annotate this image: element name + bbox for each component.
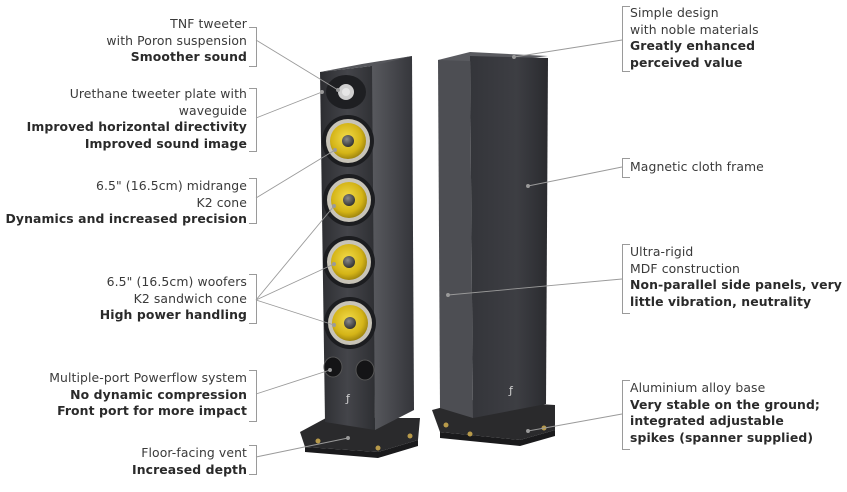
callout-benefit: Front port for more impact: [57, 403, 247, 419]
bracket-left-5: [249, 370, 257, 422]
callout-benefit: integrated adjustable: [630, 413, 784, 429]
bracket-right-3: [622, 244, 630, 314]
callout-benefit: No dynamic compression: [70, 386, 247, 402]
callout-text: TNF tweeter: [170, 16, 247, 31]
callout-benefit: Improved sound image: [84, 135, 247, 151]
callout-benefit: Smoother sound: [130, 49, 247, 65]
callout-floor-vent: Floor-facing vent Increased depth: [132, 445, 247, 478]
callout-benefit: little vibration, neutrality: [630, 293, 812, 309]
callout-base: Aluminium alloy base Very stable on the …: [630, 380, 820, 446]
callout-text: Aluminium alloy base: [630, 380, 766, 395]
callout-simple-design: Simple design with noble materials Great…: [630, 5, 759, 71]
callout-midrange: 6.5" (16.5cm) midrange K2 cone Dynamics …: [6, 178, 247, 228]
callout-text: Multiple-port Powerflow system: [49, 370, 247, 385]
callout-text: K2 cone: [196, 194, 247, 210]
callout-text: Ultra-rigid: [630, 244, 694, 259]
callout-text: Simple design: [630, 5, 719, 20]
callout-text: with noble materials: [630, 21, 759, 37]
driver-4: [324, 297, 376, 349]
callout-powerflow: Multiple-port Powerflow system No dynami…: [49, 370, 247, 420]
leader-lines: [255, 39, 623, 458]
spike-icon: [375, 445, 381, 451]
callout-text: with Poron suspension: [106, 32, 247, 48]
bracket-left-4: [249, 274, 257, 324]
callout-benefit: Non-parallel side panels, very: [630, 277, 842, 293]
bracket-left-3: [249, 178, 257, 224]
callout-text: waveguide: [178, 102, 247, 118]
callout-woofers: 6.5" (16.5cm) woofers K2 sandwich cone H…: [100, 274, 247, 324]
bracket-right-4: [622, 380, 630, 450]
callout-benefit: Improved horizontal directivity: [26, 119, 247, 135]
callout-benefit: Increased depth: [132, 461, 247, 477]
bracket-left-2: [249, 88, 257, 152]
driver-2: [323, 174, 375, 226]
spike-icon: [407, 433, 413, 439]
callout-tweeter-plate: Urethane tweeter plate with waveguide Im…: [27, 86, 247, 152]
callout-benefit: Very stable on the ground;: [630, 396, 820, 412]
rear-speaker: ƒ: [432, 52, 555, 446]
spike-icon: [443, 422, 449, 428]
callout-text: MDF construction: [630, 260, 740, 276]
callout-benefit: perceived value: [630, 54, 743, 70]
bracket-left-1: [249, 27, 257, 67]
callout-benefit: spikes (spanner supplied): [630, 429, 814, 445]
front-speaker: ƒ: [300, 56, 420, 458]
spike-icon: [467, 431, 473, 437]
callout-text: Urethane tweeter plate with: [69, 86, 247, 101]
brand-logo-icon: ƒ: [508, 384, 514, 397]
callout-text: 6.5" (16.5cm) midrange: [95, 178, 247, 193]
driver-1: [322, 115, 374, 167]
front-speaker-base: [300, 418, 420, 452]
callout-magnetic-frame: Magnetic cloth frame: [630, 159, 764, 176]
callout-benefit: High power handling: [99, 307, 247, 323]
callout-benefit: Greatly enhanced: [630, 38, 756, 54]
grille: [470, 56, 548, 418]
callout-tnf-tweeter: TNF tweeter with Poron suspension Smooth…: [106, 16, 247, 66]
callout-text: Floor-facing vent: [141, 445, 247, 460]
brand-logo-icon: ƒ: [345, 392, 351, 405]
bracket-left-6: [249, 445, 257, 475]
driver-3: [323, 236, 375, 288]
spike-icon: [315, 438, 321, 444]
bracket-right-1: [622, 6, 630, 72]
port-left: [323, 356, 343, 378]
callout-text: Magnetic cloth frame: [630, 159, 764, 174]
callout-benefit: Dynamics and increased precision: [5, 211, 247, 227]
callout-text: 6.5" (16.5cm) woofers: [106, 274, 247, 289]
callout-text: K2 sandwich cone: [133, 290, 247, 306]
port-right: [355, 359, 375, 381]
callout-mdf: Ultra-rigid MDF construction Non-paralle…: [630, 244, 842, 310]
bracket-right-2: [622, 158, 630, 178]
